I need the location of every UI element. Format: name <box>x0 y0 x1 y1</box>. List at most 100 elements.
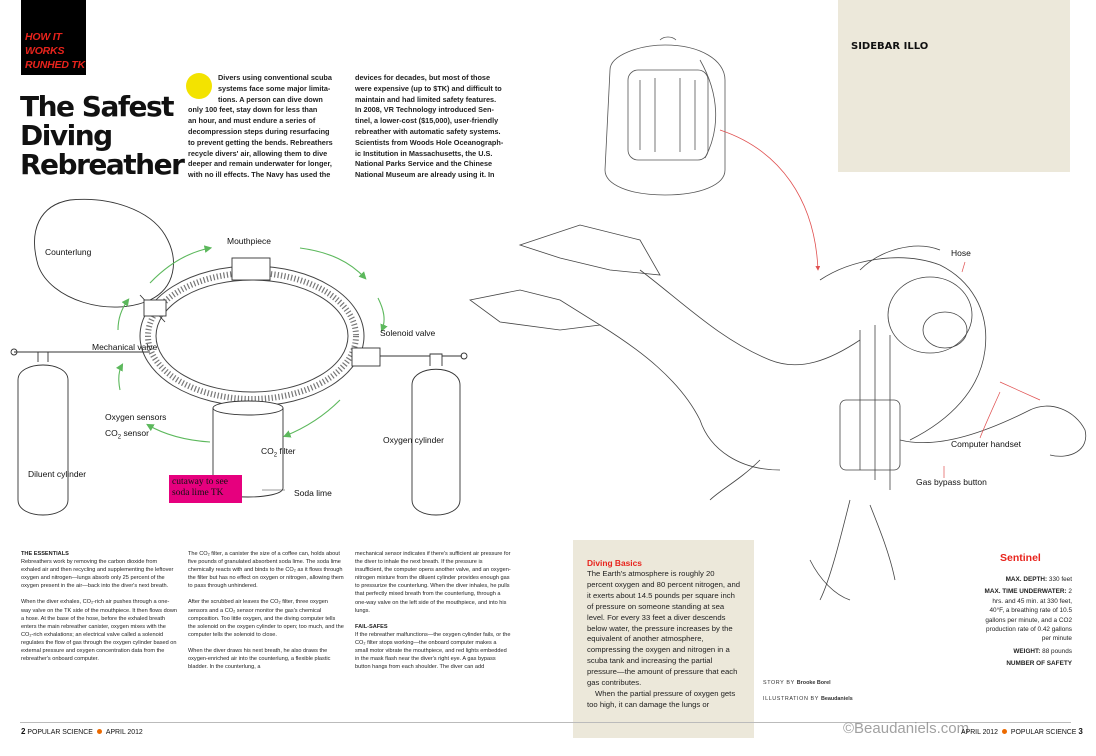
spec-value: 2 hrs. and 45 min. at 330 feet, 40°F, a … <box>985 588 1072 643</box>
magazine-name: POPULAR SCIENCE <box>1010 729 1077 736</box>
illustration-credit-label: ILLUSTRATION BY <box>763 696 819 702</box>
watermark: ©Beaudaniels.com <box>843 720 970 737</box>
diluent-cylinder-drawing <box>10 348 150 516</box>
intro-line: with no ill effects. The Navy has used t… <box>188 170 331 180</box>
headline-line: Rebreather <box>20 148 185 181</box>
intro-line: were expensive (up to $TK) and difficult… <box>355 83 502 93</box>
section-tag-line: WORKS <box>25 45 65 57</box>
sentinel-heading: Sentinel <box>1000 552 1041 564</box>
intro-line: Divers using conventional scuba <box>218 73 332 82</box>
section-heading: THE ESSENTIALS <box>21 551 69 557</box>
intro-line: an hour, and must endure a series of <box>188 116 316 126</box>
page-number: 2 <box>21 727 26 736</box>
oxygen-sensors-label: Oxygen sensors <box>105 412 167 422</box>
mechanical-valve-label: Mechanical valve <box>92 342 158 352</box>
co2-filter-label-prefix: CO <box>261 446 274 456</box>
section-tag-line: HOW IT <box>25 31 62 43</box>
co2-sensor-label-subscript: 2 <box>117 434 122 441</box>
spec-row: NUMBER OF SAFETY <box>980 659 1072 668</box>
cutaway-callout: cutaway to see soda lime TK <box>169 475 242 503</box>
computer-handset-label: Computer handset <box>951 439 1021 449</box>
body-column-3: mechanical sensor indicates if there's s… <box>355 550 511 679</box>
intro-line: maintain and had limited safety features… <box>355 94 497 104</box>
gas-flow-arrows <box>115 245 388 443</box>
footer-dot <box>1001 729 1007 734</box>
magazine-name: POPULAR SCIENCE <box>27 729 93 736</box>
mouthpiece-label: Mouthpiece <box>227 236 271 246</box>
rebreather-unit-drawing <box>604 36 726 196</box>
co2-sensor-label-prefix: CO <box>105 428 118 438</box>
intro-bullet-dot <box>186 73 212 99</box>
solenoid-valve-label: Solenoid valve <box>380 328 436 338</box>
intro-column-1: Divers using conventional scuba systems … <box>188 73 346 181</box>
intro-line: decompression steps during resurfacing <box>188 126 330 136</box>
headline: The Safest Diving Rebreather <box>20 92 185 181</box>
body-paragraph: Rebreathers work by removing the carbon … <box>21 559 174 590</box>
spec-key: MAX. TIME UNDERWATER: <box>984 588 1067 596</box>
section-heading: FAIL-SAFES <box>355 623 388 630</box>
spec-key: NUMBER OF SAFETY <box>1006 660 1072 668</box>
diluent-cylinder-label: Diluent cylinder <box>28 469 87 479</box>
intro-line: rebreather with automatic safety systems… <box>355 126 501 136</box>
issue-date: APRIL 2012 <box>961 729 998 736</box>
diving-basics-text: When the partial pressure of oxygen gets… <box>587 688 736 709</box>
intro-column-2: devices for decades, but most of those w… <box>355 73 515 181</box>
illustration-credit-name: Beaudaniels <box>820 696 853 702</box>
diver-drawing <box>469 224 1087 601</box>
intro-line: tinel, a lower-cost ($15,000), user-frie… <box>355 116 499 126</box>
body-paragraph: When the diver draws his next breath, he… <box>188 647 331 671</box>
oxygen-cylinder-label: Oxygen cylinder <box>383 435 444 445</box>
intro-line: recycle divers' air, allowing them to di… <box>188 148 328 158</box>
spec-value: 330 feet <box>1047 576 1072 583</box>
body-paragraph: If the rebreather malfunctions—the oxyge… <box>355 631 511 671</box>
intro-line: to prevent getting the bends. Rebreather… <box>188 137 333 147</box>
sidebar-pointer-arrow <box>719 129 821 271</box>
cutaway-callout-line: soda lime TK <box>172 488 224 498</box>
hose-label: Hose <box>951 248 971 258</box>
headline-line: Diving <box>20 119 113 152</box>
story-credit: STORY BY Brooke Borel <box>763 680 831 686</box>
intro-line: Scientists from Woods Hole Oceanograph- <box>355 137 504 147</box>
section-tag: HOW IT WORKS RUNHED TK <box>21 0 86 75</box>
diving-basics-sidebar: Diving Basics The Earth's atmosphere is … <box>573 540 754 738</box>
intro-line: tions. A person can dive down <box>218 94 323 104</box>
breathing-loop-drawing <box>139 257 381 407</box>
soda-lime-label: Soda lime <box>294 488 332 498</box>
sidebar-illo-box <box>838 0 1070 172</box>
co2-filter-label: CO2 filter <box>261 446 296 459</box>
intro-line: National Museum are already using it. In <box>355 170 495 180</box>
spec-row: MAX. TIME UNDERWATER: 2 hrs. and 45 min.… <box>980 587 1072 643</box>
diving-basics-heading: Diving Basics <box>587 558 642 568</box>
body-column-1: THE ESSENTIALS Rebreathers work by remov… <box>21 550 177 671</box>
sidebar-illo-label: SIDEBAR ILLO <box>851 41 929 52</box>
body-paragraph: When the diver exhales, CO₂-rich air pus… <box>21 599 177 663</box>
footer-rule <box>20 722 1071 723</box>
spec-key: WEIGHT: <box>1013 647 1041 655</box>
page-number: 3 <box>1078 727 1083 736</box>
footer-right: APRIL 2012 POPULAR SCIENCE 3 <box>961 727 1083 736</box>
intro-line: National Parks Service and the Chinese <box>355 159 493 169</box>
spec-value: 88 pounds <box>1040 647 1072 655</box>
body-column-2: The CO₂ filter, a canister the size of a… <box>188 550 344 679</box>
footer-dot <box>96 729 102 734</box>
intro-line: systems face some major limita- <box>218 83 331 93</box>
intro-line: only 100 feet, stay down for less than <box>188 105 318 115</box>
intro-line: ic Institution in Massachusetts, the U.S… <box>355 148 493 158</box>
spec-row: MAX. DEPTH: 330 feet <box>980 575 1072 584</box>
oxygen-cylinder-drawing <box>380 352 468 516</box>
body-paragraph: The CO₂ filter, a canister the size of a… <box>188 551 344 590</box>
co2-filter-label-subscript: 2 <box>273 452 278 459</box>
section-tag-line: RUNHED TK <box>25 59 86 71</box>
cutaway-callout-line: cutaway to see <box>172 477 228 487</box>
counterlung-label: Counterlung <box>45 247 92 257</box>
illustration-credit: ILLUSTRATION BY Beaudaniels <box>763 696 853 702</box>
co2-sensor-label-suffix: sensor <box>121 428 149 438</box>
sentinel-specs: MAX. DEPTH: 330 feet MAX. TIME UNDERWATE… <box>980 575 1072 672</box>
gas-bypass-label: Gas bypass button <box>916 477 987 487</box>
intro-line: devices for decades, but most of those <box>355 73 491 82</box>
intro-line: In 2008, VR Technology introduced Sen- <box>355 105 494 115</box>
diving-basics-text: The Earth's atmosphere is roughly 20 per… <box>587 569 741 688</box>
body-paragraph: mechanical sensor indicates if there's s… <box>355 551 511 614</box>
co2-sensor-label: CO2 sensor <box>105 428 149 441</box>
